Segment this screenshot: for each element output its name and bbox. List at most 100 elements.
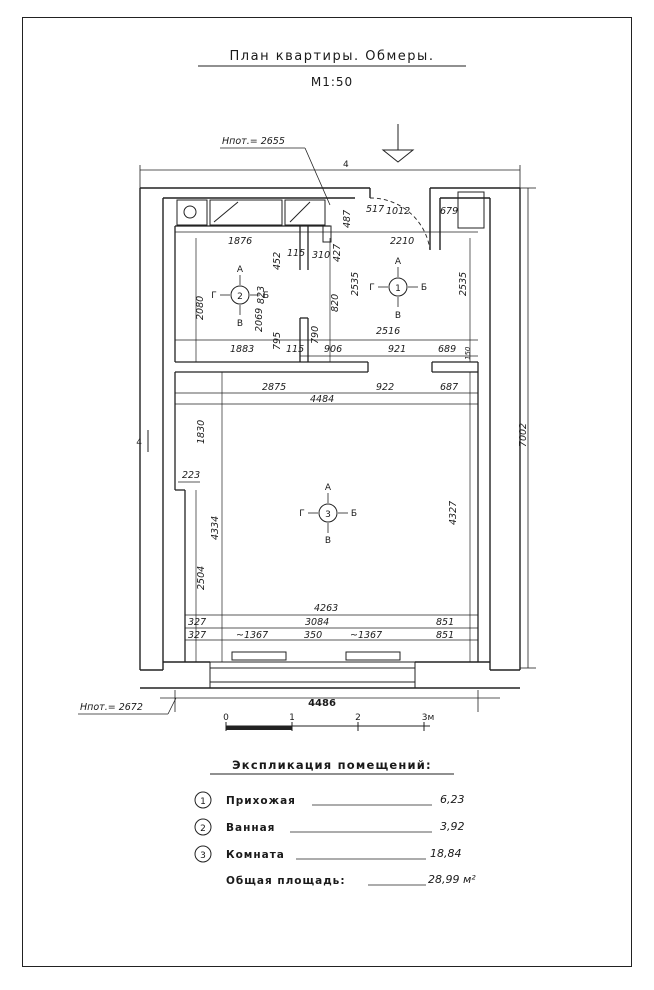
svg-text:3: 3 — [325, 510, 331, 520]
svg-text:Б: Б — [421, 283, 427, 293]
dim-427: 427 — [332, 244, 343, 262]
dim-795: 795 — [272, 332, 283, 350]
svg-text:Б: Б — [263, 291, 269, 301]
plan-title: План квартиры. Обмеры. — [230, 49, 435, 64]
dim-790: 790 — [310, 326, 321, 344]
dim-4263: 4263 — [314, 603, 338, 614]
svg-text:В: В — [325, 536, 331, 546]
dim-4334: 4334 — [210, 516, 221, 540]
dim-1876: 1876 — [228, 236, 252, 247]
floor-level-bottom: Нпот.= 2672 — [80, 702, 143, 713]
dim-2210: 2210 — [390, 236, 414, 247]
svg-text:А: А — [237, 265, 244, 275]
legend-item-1: 1 Прихожая 6,23 — [194, 791, 465, 809]
scale-tick-0: 0 — [223, 713, 229, 723]
dim-820: 820 — [330, 294, 341, 312]
dim-310: 310 — [312, 250, 330, 261]
sheet-frame — [22, 17, 632, 967]
svg-text:6,23: 6,23 — [440, 793, 465, 806]
exterior-walls — [139, 187, 521, 689]
dim-150: 150 — [464, 346, 472, 360]
svg-text:Комната: Комната — [226, 849, 285, 861]
dimension-lines — [175, 231, 478, 662]
dim-4486: 4486 — [308, 698, 336, 709]
dim-1367b: ~1367 — [350, 630, 382, 641]
scale-tick-2: 2 — [355, 713, 361, 723]
dim-2875: 2875 — [262, 382, 286, 393]
dim-679: 679 — [440, 206, 458, 217]
top-mark: 4 — [343, 160, 349, 170]
left-mark: 4 — [136, 438, 142, 448]
dim-906: 906 — [324, 344, 342, 355]
svg-text:А: А — [395, 257, 402, 267]
svg-text:18,84: 18,84 — [430, 847, 462, 860]
leader-line — [304, 147, 331, 206]
window — [209, 651, 416, 689]
dim-7002: 7002 — [518, 423, 529, 447]
dim-350: 350 — [304, 630, 322, 641]
legend-item-3: 3 Комната 18,84 — [194, 845, 462, 863]
dim-452: 452 — [272, 252, 283, 270]
dim-2069: 2069 — [254, 308, 265, 332]
svg-text:Г: Г — [369, 283, 375, 293]
dim-115b: 115 — [286, 344, 304, 355]
dim-487: 487 — [342, 210, 353, 228]
svg-text:Г: Г — [299, 509, 305, 519]
legend-title: Экспликация помещений: — [232, 758, 432, 772]
column — [457, 191, 485, 229]
leader-line — [167, 697, 177, 715]
interior-walls — [174, 225, 479, 662]
dim-2504: 2504 — [196, 566, 207, 590]
svg-text:Общая площадь:: Общая площадь: — [226, 875, 346, 887]
svg-text:3: 3 — [200, 851, 206, 861]
svg-text:Ванная: Ванная — [226, 822, 275, 834]
svg-text:В: В — [237, 319, 243, 329]
svg-text:В: В — [395, 311, 401, 321]
dim-689: 689 — [438, 344, 456, 355]
dim-2516: 2516 — [376, 326, 400, 337]
dim-327b: 327 — [188, 630, 206, 641]
legend-total: Общая площадь: 28,99 м² — [226, 873, 476, 887]
dim-right-overall — [520, 187, 536, 669]
dim-1367a: ~1367 — [236, 630, 268, 641]
dim-115a: 115 — [287, 248, 305, 259]
door-swing — [369, 197, 431, 251]
scale-bar — [225, 722, 430, 731]
scale-tick-1: 1 — [289, 713, 295, 723]
plan-scale: М1:50 — [311, 75, 353, 89]
room-marker-2: 2 А В Г Б — [211, 265, 269, 329]
dim-687: 687 — [440, 382, 458, 393]
dim-3084: 3084 — [305, 617, 329, 628]
legend-item-2: 2 Ванная 3,92 — [194, 818, 465, 836]
svg-text:3,92: 3,92 — [440, 820, 465, 833]
dim-1012: 1012 — [386, 206, 410, 217]
svg-text:1: 1 — [395, 284, 401, 294]
dim-851a: 851 — [436, 617, 454, 628]
dim-2535b: 2535 — [458, 272, 469, 296]
dim-1830: 1830 — [196, 420, 207, 444]
svg-text:Г: Г — [211, 291, 217, 301]
svg-text:28,99 м²: 28,99 м² — [428, 873, 476, 886]
dim-top-overall — [139, 165, 521, 190]
room-marker-3: 3 А В Г Б — [299, 483, 357, 546]
svg-text:1: 1 — [200, 797, 206, 807]
entrance-arrow-icon — [381, 124, 415, 163]
dim-327a: 327 — [188, 617, 206, 628]
dim-921: 921 — [388, 344, 406, 355]
svg-text:Прихожая: Прихожая — [226, 795, 296, 807]
bath-fixtures — [176, 199, 332, 243]
dim-2080: 2080 — [195, 296, 206, 320]
dim-922: 922 — [376, 382, 394, 393]
floor-level-top: Нпот.= 2655 — [222, 136, 285, 147]
scale-tick-3: 3м — [422, 713, 435, 723]
dim-223: 223 — [182, 470, 200, 481]
room-marker-1: 1 А В Г Б — [369, 257, 427, 321]
dim-bottom-overall — [160, 690, 500, 712]
svg-text:2: 2 — [237, 292, 243, 302]
svg-text:2: 2 — [200, 824, 206, 834]
dim-823: 823 — [256, 286, 267, 304]
dim-1883: 1883 — [230, 344, 254, 355]
dim-4327: 4327 — [448, 501, 459, 525]
